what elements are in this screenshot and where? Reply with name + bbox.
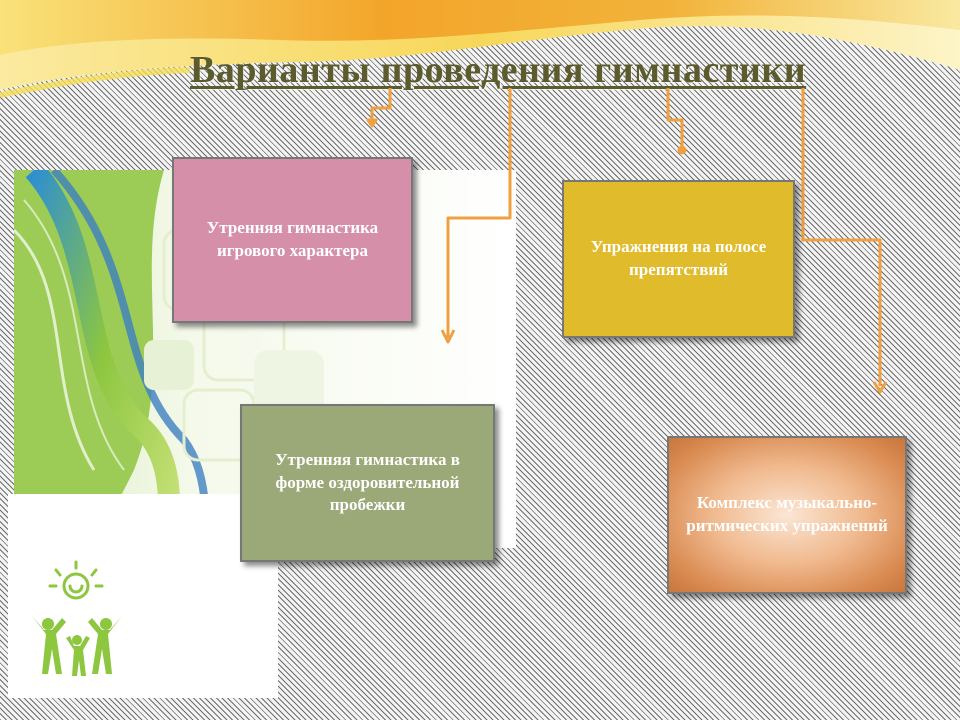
option-text-obstacle: Упражнения на полосе препятствий: [590, 237, 767, 279]
option-box-obstacle: Упражнения на полосе препятствий: [562, 180, 795, 338]
sun-and-people-icon: [32, 560, 122, 676]
slide-title: Варианты проведения гимнастики: [190, 49, 807, 91]
option-text-morning-jog: Утренняя гимнастика в форме оздоровитель…: [275, 449, 460, 515]
option-box-morning-jog: Утренняя гимнастика в форме оздоровитель…: [240, 404, 495, 562]
option-text-rhythmic: Комплекс музыкально-ритмических упражнен…: [686, 493, 888, 535]
option-text-morning-play: Утренняя гимнастика игрового характера: [206, 218, 379, 260]
connector-4: [801, 88, 882, 386]
option-box-morning-play: Утренняя гимнастика игрового характера: [172, 157, 413, 323]
logo-panel: [8, 494, 278, 698]
option-box-rhythmic: Комплекс музыкально-ритмических упражнен…: [667, 436, 907, 594]
top-wave-decoration: [0, 0, 960, 98]
